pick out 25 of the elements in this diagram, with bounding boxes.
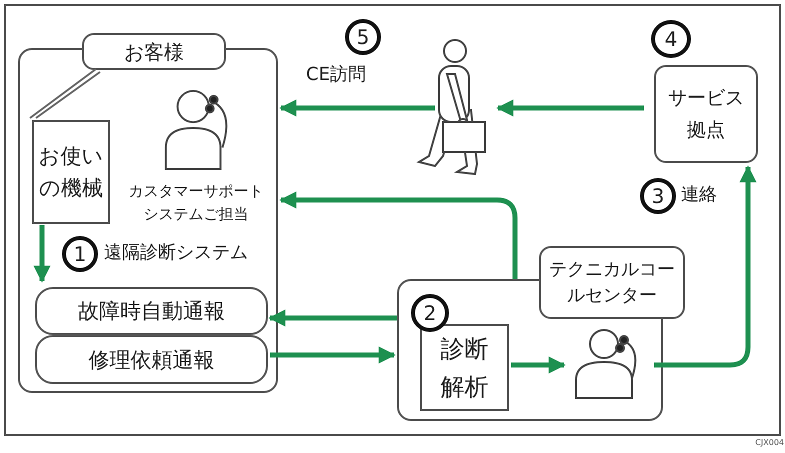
step-number: 4 <box>651 20 691 58</box>
process-box: サービス拠点 <box>654 65 758 163</box>
process-box: お使いの機械 <box>32 120 110 224</box>
heading-tab: テクニカルコールセンター <box>539 246 685 319</box>
arrow <box>654 165 756 368</box>
step-number: 5 <box>345 19 381 55</box>
step-label: CE訪問 <box>306 63 367 87</box>
process-box: 診断解析 <box>420 324 509 411</box>
step-label: 遠隔診断システム <box>104 241 249 265</box>
figure-code: CJX004 <box>754 438 784 449</box>
heading-tab: お客様 <box>82 33 226 70</box>
step-number: 2 <box>411 294 449 332</box>
arrow <box>279 100 435 116</box>
arrow <box>34 225 50 283</box>
process-box: 故障時自動通報 <box>35 287 268 335</box>
person-caption: カスタマーサポートシステムご担当 <box>128 181 264 225</box>
arrow <box>511 356 566 374</box>
arrow <box>270 346 396 364</box>
arrow <box>268 310 397 326</box>
process-box: 修理依頼通報 <box>35 335 268 384</box>
step-label: 連絡 <box>681 183 718 207</box>
arrow <box>496 100 644 116</box>
step-number: 1 <box>62 236 98 272</box>
arrow <box>279 192 518 279</box>
step-number: 3 <box>640 178 676 214</box>
